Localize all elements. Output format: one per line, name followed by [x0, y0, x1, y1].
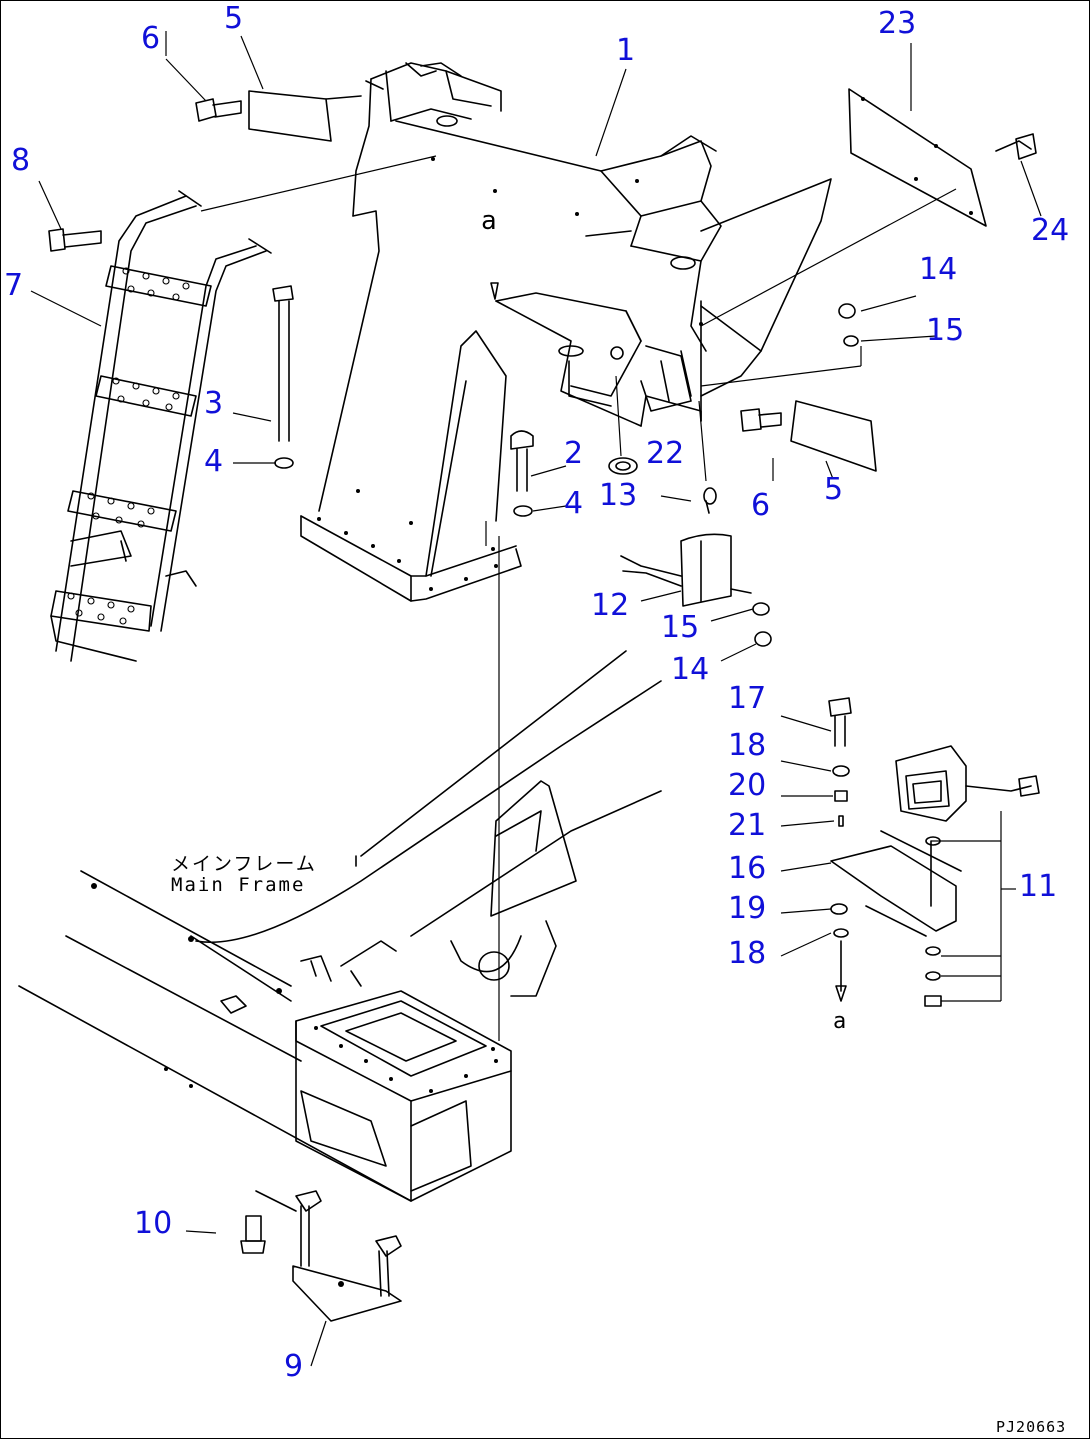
callout-1: 1: [616, 33, 636, 68]
hardware: [48, 88, 1037, 1002]
callout-9: 9: [284, 1349, 304, 1384]
callout-14-top: 14: [919, 252, 958, 287]
callout-8: 8: [11, 143, 31, 178]
callout-20: 20: [728, 768, 767, 803]
ref-mark-a-tower: a: [481, 206, 497, 236]
leader-lines: [30, 31, 1042, 1367]
callout-10: 10: [134, 1206, 173, 1241]
frame-label-en: Main Frame: [171, 874, 306, 896]
ref-mark-a-lamp: a: [833, 1009, 847, 1034]
callout-11: 11: [1019, 869, 1058, 904]
callout-5-top: 5: [224, 1, 244, 36]
callout-3: 3: [204, 386, 224, 421]
callout-6-right: 6: [751, 488, 771, 523]
callout-14-lower: 14: [671, 652, 710, 687]
callout-19: 19: [728, 891, 767, 926]
callout-21: 21: [728, 808, 767, 843]
callout-23: 23: [878, 6, 917, 41]
frame-label-jp: メインフレーム: [171, 853, 317, 875]
callout-12: 12: [591, 588, 630, 623]
lamp-assembly: [830, 745, 1040, 1007]
callout-5-right: 5: [824, 472, 844, 507]
drawing-code: PJ20663: [996, 1418, 1067, 1436]
callout-15-top: 15: [926, 313, 965, 348]
callout-13: 13: [599, 478, 638, 513]
callout-6-top: 6: [141, 21, 161, 56]
callout-17: 17: [728, 681, 767, 716]
clamp-bracket: [240, 1190, 402, 1322]
callout-18-bottom: 18: [728, 936, 767, 971]
ladder: [50, 190, 272, 662]
tower-body: [300, 62, 832, 602]
callout-2: 2: [564, 436, 584, 471]
callout-24: 24: [1031, 213, 1070, 248]
callout-7: 7: [4, 268, 24, 303]
callout-4-left: 4: [204, 444, 224, 479]
callout-15-lower: 15: [661, 610, 700, 645]
callout-18-top: 18: [728, 728, 767, 763]
main-frame: [18, 650, 662, 1202]
callout-16: 16: [728, 851, 767, 886]
callout-22: 22: [646, 436, 685, 471]
callout-4-center: 4: [564, 486, 584, 521]
